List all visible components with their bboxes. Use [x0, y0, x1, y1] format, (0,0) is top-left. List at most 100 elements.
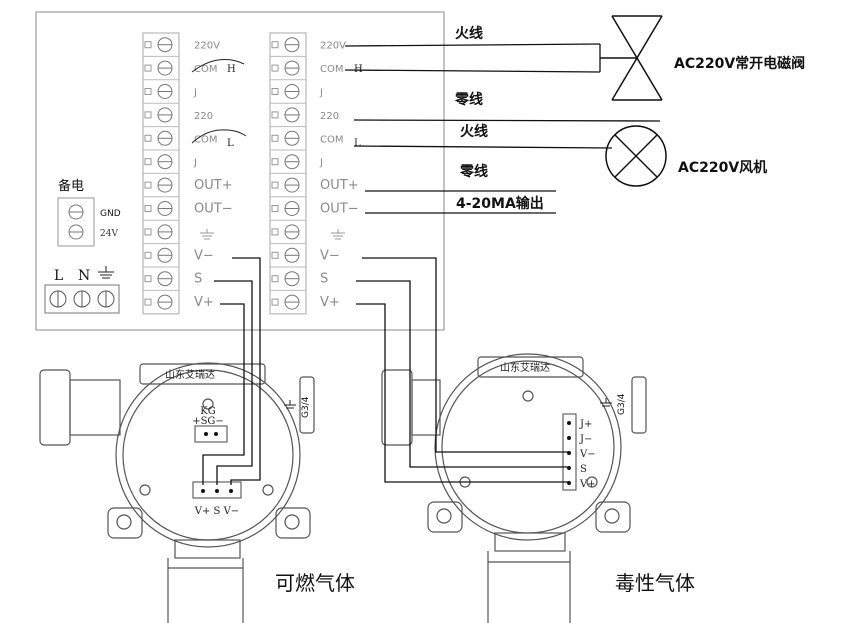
outer-terminal-label-12: V+ — [320, 295, 340, 310]
inner-terminal-3 — [143, 84, 179, 104]
outer-terminal-label-7: OUT+ — [320, 178, 359, 193]
outer-terminal-10 — [270, 247, 306, 268]
outer-terminal-label-3: J — [319, 88, 323, 99]
fan-label: AC220V风机 — [678, 159, 767, 176]
ground-symbol-inner — [200, 229, 214, 240]
wire-valve-fire — [344, 43, 601, 47]
outer-terminal-label-6: J — [319, 158, 323, 169]
outer-terminal-1 — [270, 37, 306, 57]
toxic-ground-icon — [600, 398, 612, 407]
wire-l-inner-label: L — [227, 138, 234, 149]
inner-terminal-4 — [143, 107, 179, 128]
zero-line-1-label: 零线 — [454, 91, 483, 108]
fan-motor-symbol — [605, 125, 667, 187]
ma-output-label: 4-20MA输出 — [456, 195, 544, 212]
power-n-label: N — [78, 268, 90, 284]
output-wires — [344, 43, 661, 214]
toxic-pin-label-3: V− — [579, 449, 596, 460]
inner-terminal-10 — [143, 247, 179, 268]
inner-terminal-label-12: V+ — [194, 295, 214, 310]
inner-terminal-label-6: J — [193, 158, 197, 169]
backup-gnd-terminal — [68, 204, 84, 220]
combustible-ground-icon — [284, 400, 296, 409]
terminal-strip-inner — [142, 32, 180, 315]
inner-terminal-label-8: OUT− — [194, 202, 233, 217]
toxic-pin-dot-1 — [567, 421, 571, 425]
ground-symbol-outer — [331, 229, 345, 240]
outer-terminal-label-2: COM — [320, 64, 343, 75]
inner-terminal-7 — [143, 177, 179, 198]
combustible-caption: 可燃气体 — [275, 571, 355, 595]
outer-terminal-2 — [270, 60, 306, 81]
toxic-detector-housing — [381, 353, 647, 623]
inner-terminal-label-3: J — [193, 88, 197, 99]
toxic-signal-wires — [356, 257, 569, 483]
inner-terminal-label-5: COM — [194, 134, 217, 145]
backup-gnd-label: GND — [100, 209, 121, 219]
wire-h-inner-label: H — [227, 64, 236, 75]
inner-terminal-label-2: COM — [194, 64, 217, 75]
combustible-kg-label: KG — [200, 406, 215, 417]
wire-fan-com — [353, 145, 613, 149]
inner-terminal-2 — [143, 60, 179, 81]
outer-terminal-label-11: S — [320, 272, 328, 287]
outer-terminal-5 — [270, 130, 306, 151]
outer-terminal-label-10: V− — [320, 248, 340, 263]
controller-panel-frame — [35, 11, 445, 331]
toxic-pin-label-4: S — [580, 464, 587, 475]
backup-power-title: 备电 — [58, 178, 84, 194]
toxic-thread-label: G3/4 — [617, 393, 627, 415]
inner-terminal-8 — [143, 201, 179, 221]
power-n-terminal — [73, 290, 91, 308]
combustible-pins-label: V+ S V− — [194, 506, 239, 517]
relay-loop-h — [191, 59, 245, 73]
outer-terminal-8 — [270, 201, 306, 221]
power-l-terminal — [49, 290, 67, 308]
power-ground-symbol — [98, 266, 114, 279]
backup-24v-terminal — [68, 224, 84, 240]
combustible-sg-connector — [194, 425, 228, 443]
outer-terminal-4 — [270, 107, 306, 128]
inner-terminal-label-1: 220V — [194, 41, 220, 52]
backup-24v-label: 24V — [100, 229, 118, 239]
wire-toxic-vplus — [356, 303, 569, 483]
inner-terminal-label-7: OUT+ — [194, 178, 233, 193]
combustible-signal-wires — [202, 257, 261, 485]
power-terminal-block — [44, 284, 120, 314]
outer-terminal-11 — [270, 271, 306, 291]
combustible-thread-label: G3/4 — [301, 396, 311, 418]
toxic-pin-label-2: J− — [579, 434, 592, 445]
combustible-detector-housing — [39, 362, 315, 623]
outer-terminal-3 — [270, 84, 306, 104]
fire-line-1-label: 火线 — [455, 25, 483, 42]
outer-terminal-label-8: OUT− — [320, 202, 359, 217]
outer-terminal-12 — [270, 294, 306, 315]
wire-combustible-s — [214, 280, 253, 485]
wire-toxic-s — [356, 280, 569, 468]
wire-toxic-vminus — [362, 257, 569, 453]
toxic-pin-dot-2 — [567, 436, 571, 440]
solenoid-valve-symbol — [600, 15, 663, 101]
inner-terminal-6 — [143, 154, 179, 174]
outer-terminal-7 — [270, 177, 306, 198]
inner-terminal-11 — [143, 271, 179, 291]
terminal-strip-outer — [269, 32, 307, 315]
inner-terminal-label-11: S — [194, 272, 202, 287]
outer-terminal-6 — [270, 154, 306, 174]
inner-terminal-12 — [143, 294, 179, 315]
relay-loop-l — [191, 129, 247, 144]
toxic-pin-label-1: J+ — [579, 419, 592, 430]
wire-combustible-vminus — [230, 257, 261, 485]
combustible-sg-label: +SG− — [192, 416, 224, 427]
fire-line-2-label: 火线 — [460, 123, 488, 140]
backup-terminal-block — [57, 197, 95, 247]
outer-terminal-label-1: 220V — [320, 41, 346, 52]
inner-terminal-1 — [143, 37, 179, 57]
toxic-brand-label: 山东艾瑞达 — [500, 361, 550, 374]
toxic-caption: 毒性气体 — [615, 571, 695, 595]
wire-combustible-vplus — [202, 303, 245, 485]
wire-l-outer-label: L — [354, 138, 361, 149]
